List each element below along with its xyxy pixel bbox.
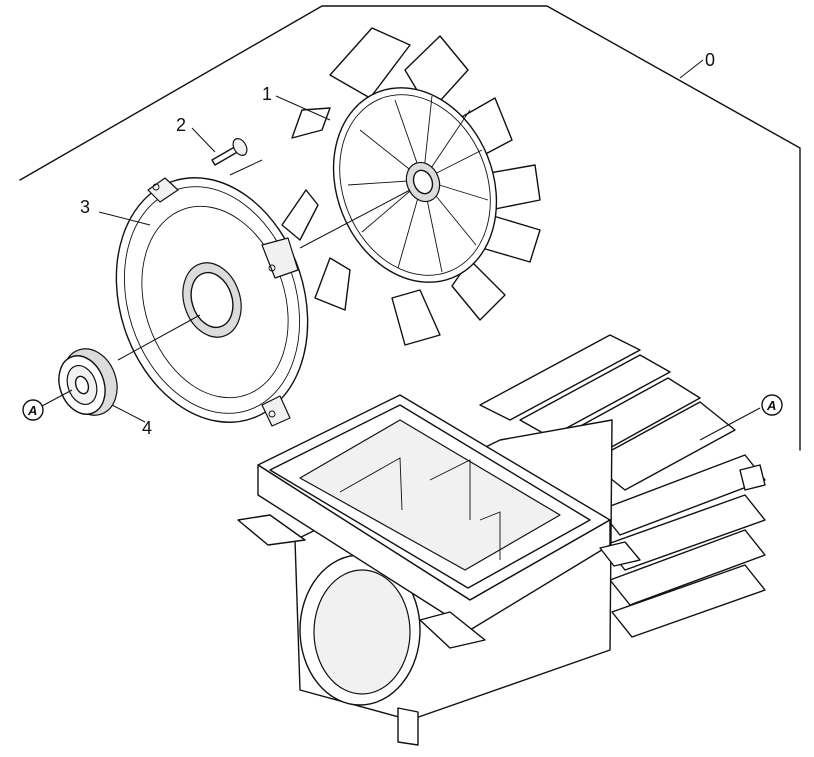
- bearing-part: [58, 348, 118, 416]
- motor-housing: [237, 334, 766, 746]
- callout-4: 4: [142, 418, 152, 438]
- screw-part: [211, 138, 248, 166]
- callout-0: 0: [705, 50, 715, 70]
- svg-text:A: A: [766, 398, 776, 413]
- assembly-boundary: [19, 5, 801, 451]
- callout-labels: 0 1 2 3 4: [80, 50, 715, 438]
- svg-text:A: A: [27, 403, 37, 418]
- callout-2: 2: [176, 115, 186, 135]
- fan-part: [281, 27, 541, 346]
- leader-lines: [41, 59, 761, 441]
- end-cover-part: [115, 177, 309, 427]
- callout-3: 3: [80, 197, 90, 217]
- reference-mark-bearing: A: [22, 399, 44, 421]
- reference-mark-housing: A: [761, 394, 783, 416]
- callout-1: 1: [262, 84, 272, 104]
